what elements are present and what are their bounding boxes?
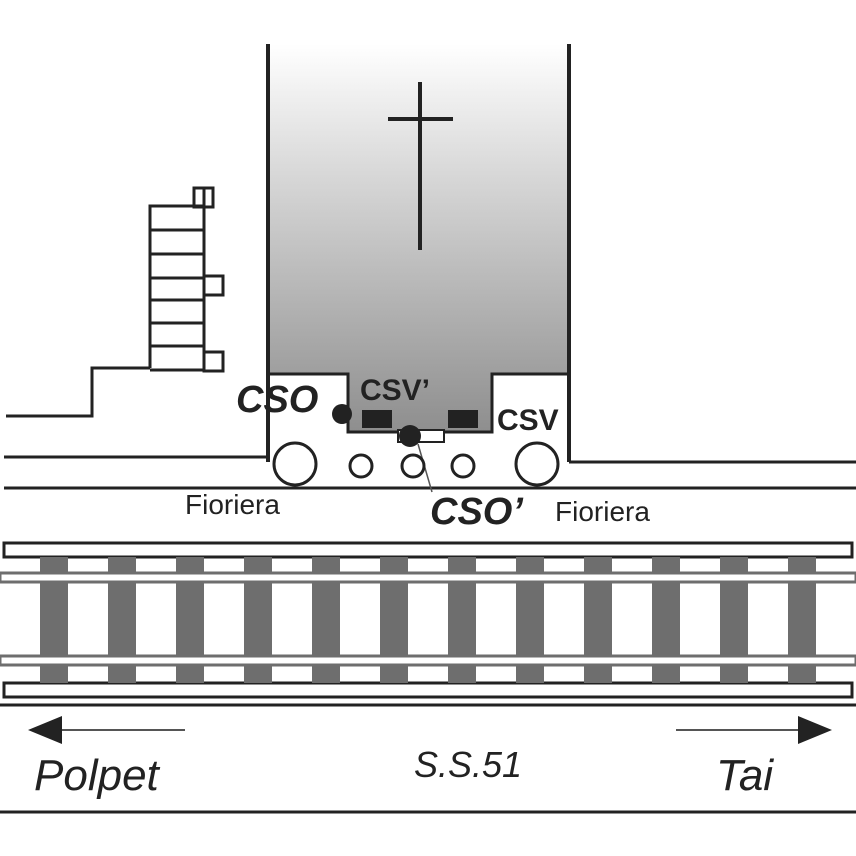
arrow-right-icon	[676, 716, 832, 744]
arrow-left-icon	[28, 716, 185, 744]
label-direction-right: Tai	[716, 751, 774, 800]
planters	[272, 441, 560, 487]
stairs-structure	[6, 186, 225, 418]
label-cso-prime: CSO’	[430, 491, 523, 533]
sensor-cso-prime-dot	[399, 425, 421, 447]
label-csv: CSV	[497, 404, 559, 437]
label-cso: CSO	[236, 379, 318, 421]
sensor-cso-dot	[332, 404, 352, 424]
label-direction-left: Polpet	[34, 751, 161, 800]
sensor-markers	[332, 404, 478, 493]
latin-cross-icon	[388, 82, 453, 250]
road	[0, 703, 856, 814]
label-csv-prime: CSV’	[360, 374, 430, 407]
label-fioriera-left: Fioriera	[185, 489, 280, 520]
sensor-csv-prime-block	[362, 410, 392, 428]
sensor-csv-block	[448, 410, 478, 428]
sidewalk	[4, 455, 856, 490]
railway-track	[0, 541, 856, 699]
label-road-name: S.S.51	[414, 744, 522, 785]
label-fioriera-right: Fioriera	[555, 496, 650, 527]
